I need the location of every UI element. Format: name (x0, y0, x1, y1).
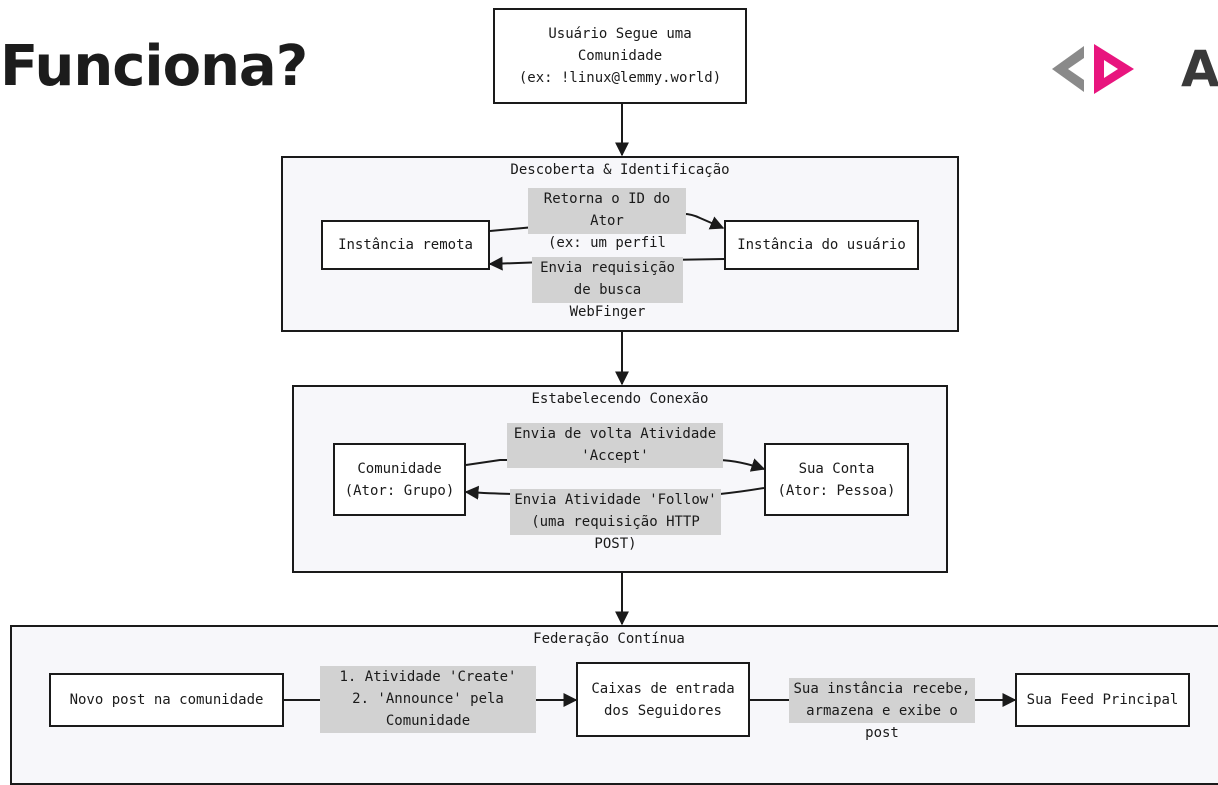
group-discovery-title: Descoberta & Identificação (510, 162, 730, 178)
group-federation-title: Federação Contínua (533, 631, 685, 647)
node-community-group: Comunidade (Ator: Grupo) (333, 443, 466, 516)
label-follow-activity: Envia Atividade 'Follow' (uma requisição… (510, 489, 721, 552)
label-create-announce: 1. Atividade 'Create' 2. 'Announce' pela… (320, 666, 536, 733)
label-accept-activity: Envia de volta Atividade 'Accept' (507, 423, 723, 468)
node-user-follows-community: Usuário Segue uma Comunidade (ex: !linux… (493, 8, 747, 104)
group-connection-title: Estabelecendo Conexão (531, 391, 709, 407)
label-webfinger-request: Envia requisição de busca WebFinger (532, 257, 683, 320)
brand-logo: A (1046, 38, 1218, 100)
logo-letter: A (1181, 40, 1218, 98)
node-user-instance: Instância do usuário (724, 220, 919, 270)
node-main-feed: Sua Feed Principal (1015, 673, 1190, 727)
label-instance-receives: Sua instância recebe, armazena e exibe o… (789, 678, 975, 741)
node-follower-inboxes: Caixas de entrada dos Seguidores (576, 662, 750, 737)
label-returns-actor-id: Retorna o ID do Ator (ex: um perfil JSON… (528, 188, 686, 273)
node-new-post: Novo post na comunidade (49, 673, 284, 727)
node-remote-instance: Instância remota (321, 220, 490, 270)
node-your-account: Sua Conta (Ator: Pessoa) (764, 443, 909, 516)
page-title: Funciona? (0, 34, 308, 99)
logo-arrows-icon (1052, 44, 1134, 94)
